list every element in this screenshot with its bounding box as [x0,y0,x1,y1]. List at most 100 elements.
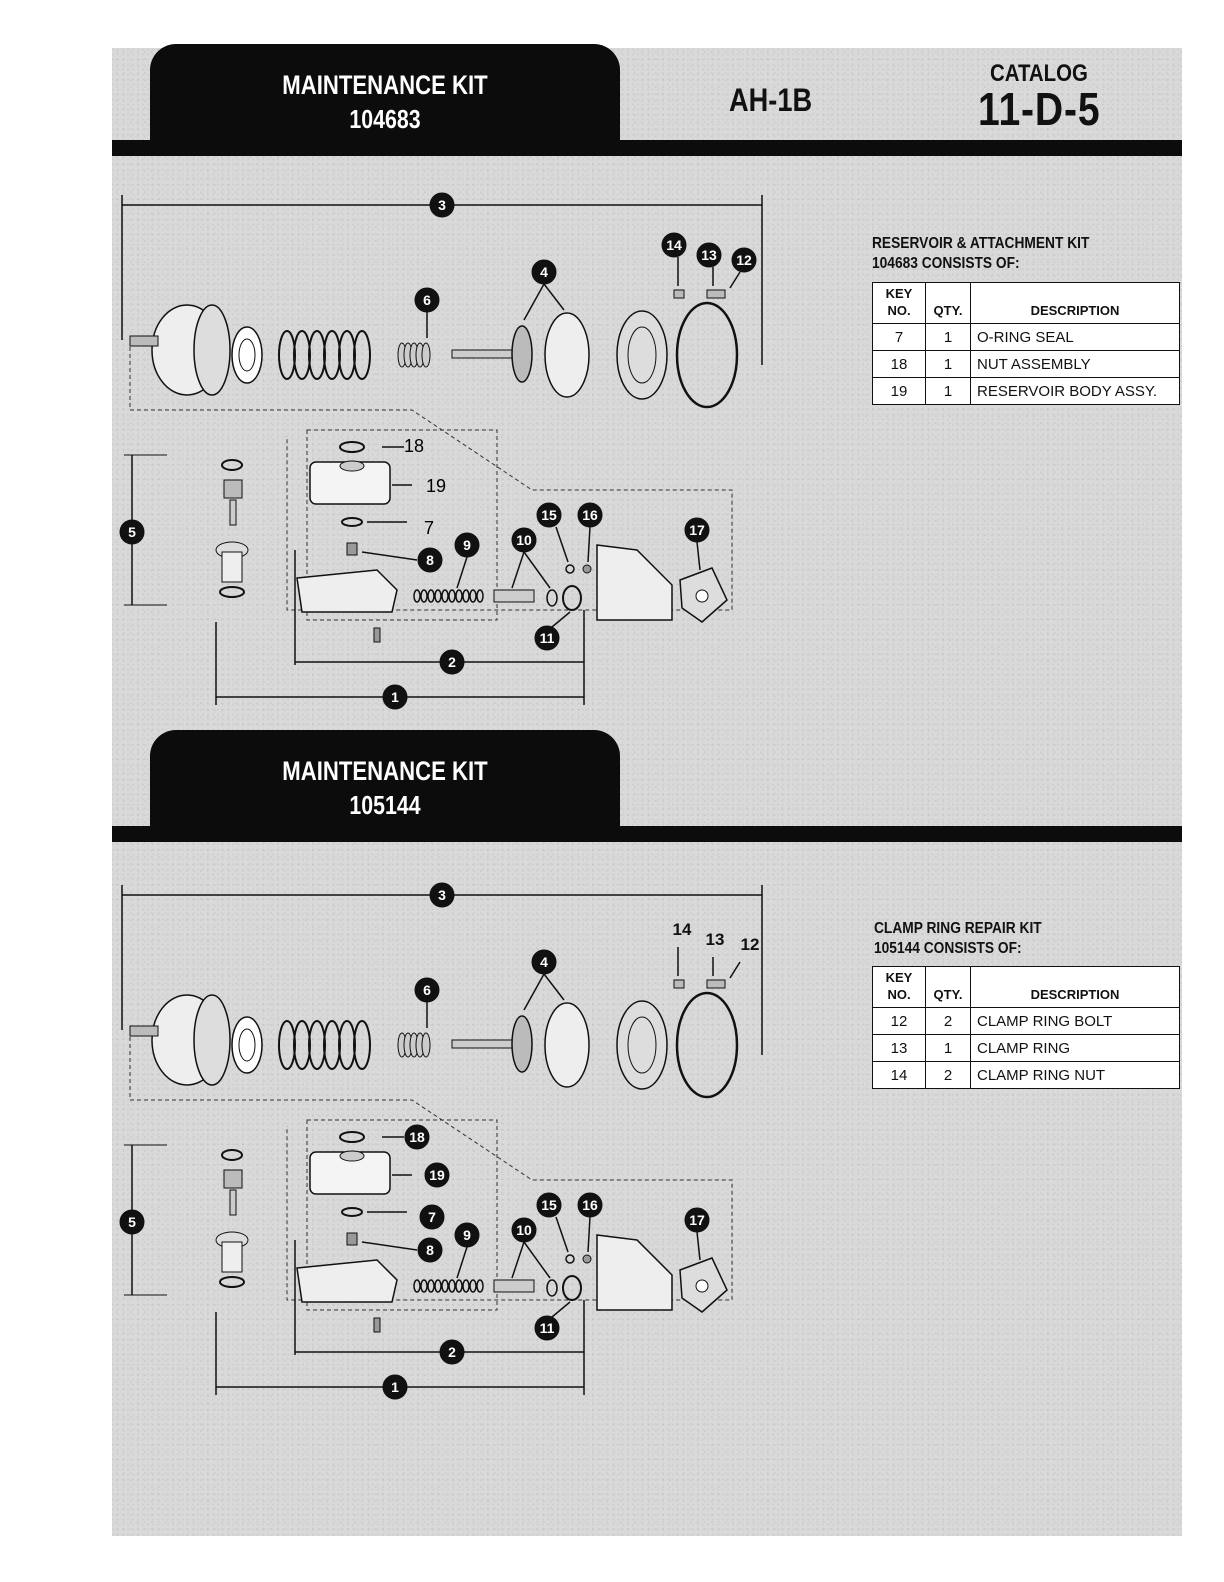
piston-spring [421,342,431,368]
master-cylinder [296,569,398,613]
callout-circle [536,1192,562,1218]
pushrod [451,1039,513,1049]
reservoir-neck [339,460,365,472]
callout-circle [429,192,455,218]
callout-label: 14 [673,920,692,939]
callout-circle [382,684,408,710]
rear-shell [616,310,668,400]
callout-label: 5 [128,524,136,540]
header-rule-1 [112,140,1182,156]
tab-number: 105144 [349,790,421,820]
leader-line [456,1246,468,1279]
valve-stem [229,1189,237,1216]
gasket [219,586,245,598]
return-spring [441,1279,449,1293]
piston [493,589,535,603]
catalog-number: 11-D-5 [978,83,1101,135]
qty-cell: 1 [925,350,971,378]
bleed-screw [373,627,381,643]
valve-cap [223,479,243,499]
description-cell: CLAMP RING BOLT [970,1007,1180,1035]
tab-title: MAINTENANCE KIT [282,70,488,100]
qty-header: QTY. [925,282,971,324]
piston [493,1279,535,1293]
nut-assembly [339,1131,365,1143]
leader-line [523,283,545,321]
callout-label: 14 [666,237,682,253]
return-spring [455,589,463,603]
leader-line [511,551,525,589]
callout-label: 17 [689,522,705,538]
tab-title: MAINTENANCE KIT [282,756,488,786]
catalog-label: CATALOG [990,60,1088,87]
callout-label: 19 [426,476,446,496]
reservoir-neck [339,1150,365,1162]
description-cell: NUT ASSEMBLY [970,350,1180,378]
spring-coil [323,1020,341,1070]
callout-label: 15 [541,507,557,523]
callout-circle [404,1124,430,1150]
callout-label: 1 [391,689,399,705]
kit-title-line1: RESERVOIR & ATTACHMENT KIT [872,235,1090,252]
callout-label: 9 [463,1227,471,1243]
rear-shell [616,1000,668,1090]
dashed-outline [129,340,733,611]
callout-circle [661,232,687,258]
master-cylinder [296,1259,398,1303]
valve-spring [346,542,358,556]
seal-inner [238,338,256,372]
callout-label: 15 [541,1197,557,1213]
return-spring [448,1279,456,1293]
description-cell: CLAMP RING NUT [970,1061,1180,1089]
booster-flange [193,304,231,396]
header-rule-2 [112,826,1182,842]
callout-circle [382,1374,408,1400]
leader-line [587,1216,591,1253]
return-spring [462,1279,470,1293]
callout-circle [424,1162,450,1188]
dashed-outline [129,1030,733,1301]
leader-line [555,1216,569,1253]
spring-coil [278,1020,296,1070]
o-ring [562,585,582,611]
nut [582,1254,592,1264]
ring [221,1149,243,1161]
leader-line [551,1301,571,1318]
clamp-nut [673,289,685,299]
callout-label: 18 [404,436,424,456]
leader-line [543,973,565,1001]
stud [129,335,159,347]
maintenance-kit-tab-1: MAINTENANCE KIT 104683 [150,44,620,144]
valve-stem [229,499,237,526]
leader-line [523,973,545,1011]
callout-label: 11 [540,630,555,646]
callout-circle [536,502,562,528]
qty-cell: 1 [925,1034,971,1062]
diaphragm [544,312,590,398]
model-code: AH-1B [729,82,813,118]
callout-label: 19 [429,1167,445,1183]
cup-seal [546,589,558,607]
ring [221,459,243,471]
callout-label: 4 [540,264,548,280]
maintenance-kit-tab-2: MAINTENANCE KIT 105144 [150,730,620,828]
callout-label: 7 [428,1209,436,1225]
qty-cell: 1 [925,377,971,405]
leader-line [696,541,701,571]
key-cell: 18 [872,350,926,378]
spring-coil [338,330,356,380]
return-spring [413,589,421,603]
valve-body [221,1241,243,1273]
description-cell: RESERVOIR BODY ASSY. [970,377,1180,405]
leader-line [456,556,468,589]
callout-label: 13 [701,247,717,263]
spring-coil [353,330,371,380]
callout-label: 10 [516,1222,532,1238]
callout-label: 12 [741,935,760,954]
